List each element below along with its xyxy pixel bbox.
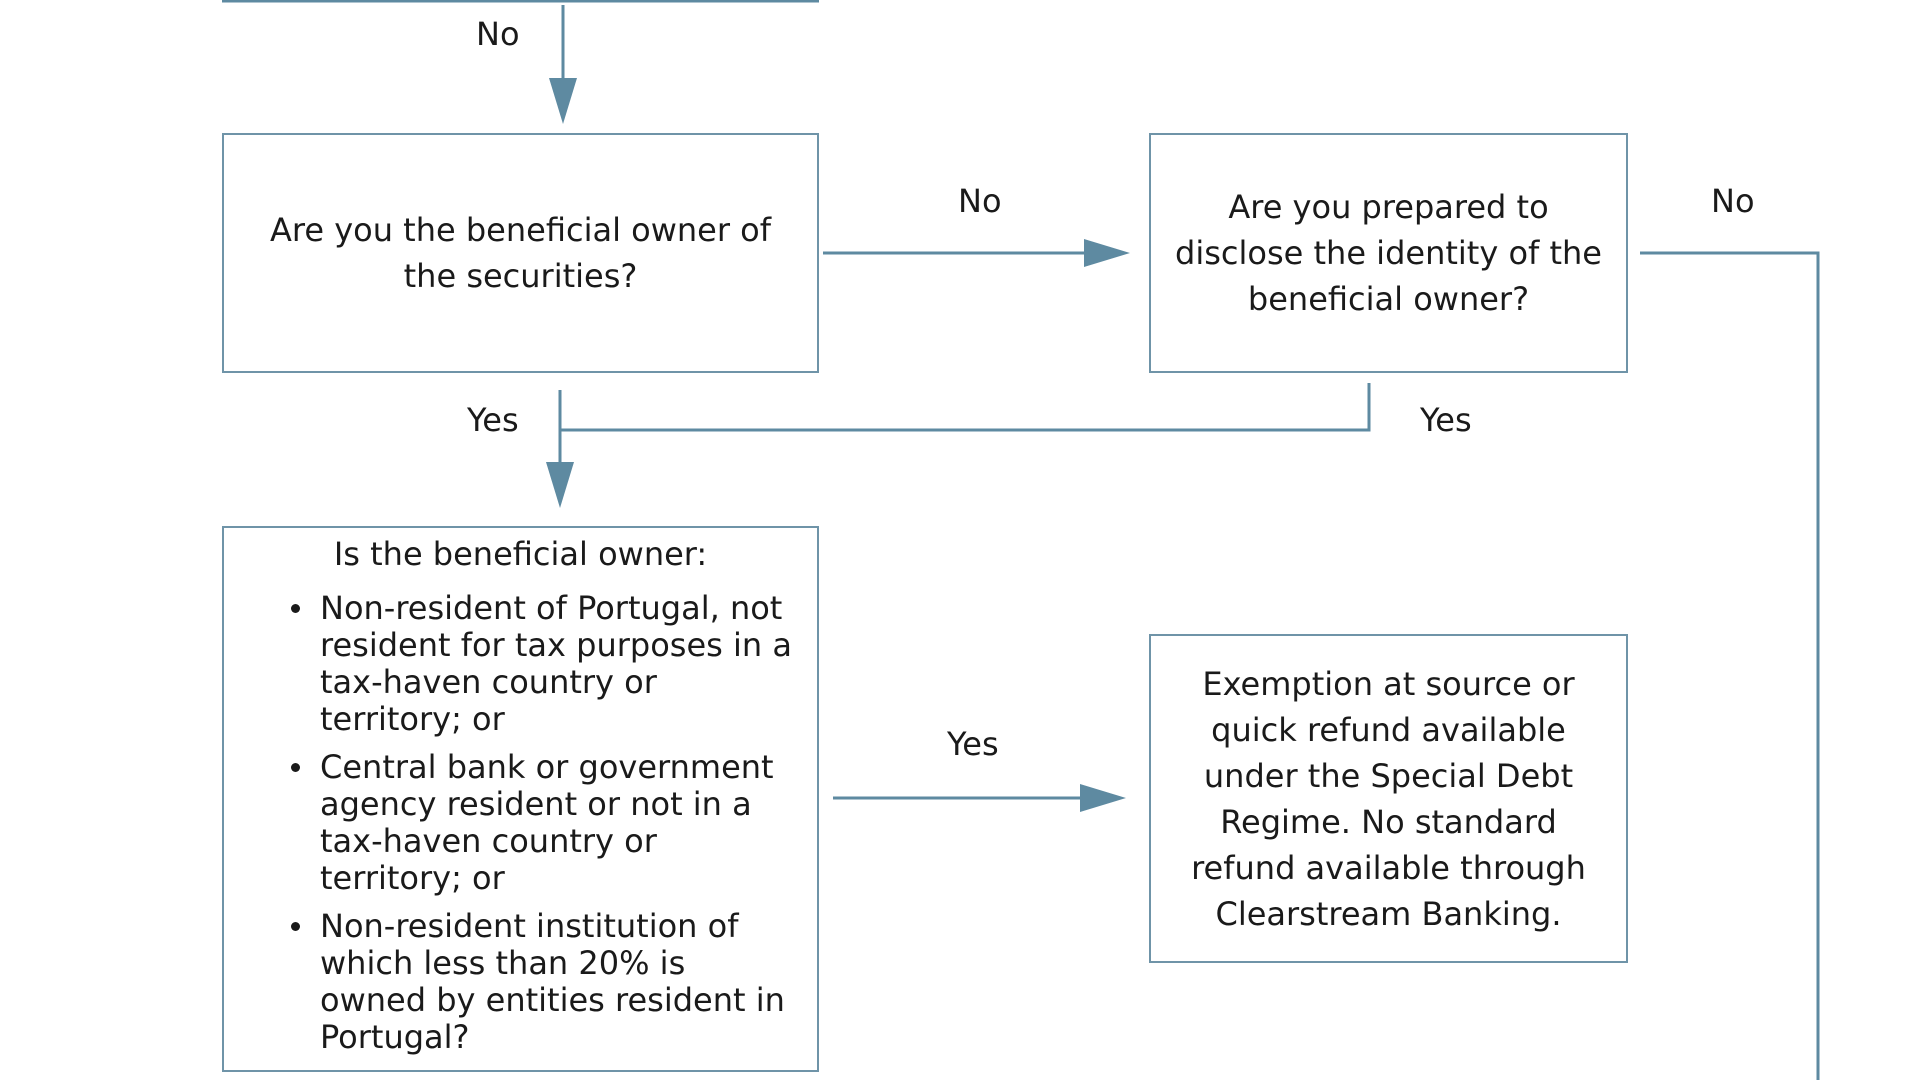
criteria-item: Non-resident institution of which less t… xyxy=(291,907,799,1056)
owner-question-box: Are you the beneficial owner of the secu… xyxy=(222,133,819,373)
criteria-list: Non-resident of Portugal, not resident f… xyxy=(224,590,817,1056)
criteria-item-text: Non-resident institution of which less t… xyxy=(320,907,785,1056)
arrowhead-no-right xyxy=(1084,239,1130,267)
criteria-item-text: Non-resident of Portugal, not resident f… xyxy=(320,589,792,738)
label-yes-right: Yes xyxy=(1420,401,1472,439)
criteria-item-text: Central bank or government agency reside… xyxy=(320,748,774,897)
arrowhead-no-down xyxy=(549,78,577,124)
yes-merge-line xyxy=(560,383,1371,432)
criteria-box: Is the beneficial owner: Non-resident of… xyxy=(222,526,819,1072)
disclose-question-text: Are you prepared to disclose the identit… xyxy=(1175,188,1602,318)
exemption-text: Exemption at source or quick refund avai… xyxy=(1191,664,1586,933)
label-yes-left: Yes xyxy=(467,401,519,439)
disclose-question-box: Are you prepared to disclose the identit… xyxy=(1149,133,1628,373)
exemption-box: Exemption at source or quick refund avai… xyxy=(1149,634,1628,963)
bullet-icon xyxy=(291,922,300,931)
arrow-no-exit-line xyxy=(1640,251,1820,1080)
criteria-item: Central bank or government agency reside… xyxy=(291,748,799,897)
criteria-title: Is the beneficial owner: xyxy=(333,535,708,573)
arrowhead-yes-right xyxy=(1080,784,1126,812)
arrowhead-yes-down xyxy=(546,462,574,508)
criteria-item: Non-resident of Portugal, not resident f… xyxy=(291,589,799,738)
label-no-top: No xyxy=(476,15,520,53)
bullet-icon xyxy=(291,604,300,613)
bullet-icon xyxy=(291,763,300,772)
label-no-right: No xyxy=(1711,182,1755,220)
label-no-middle: No xyxy=(958,182,1002,220)
owner-question-text: Are you the beneficial owner of the secu… xyxy=(269,211,772,295)
label-yes-lower: Yes xyxy=(947,725,999,763)
